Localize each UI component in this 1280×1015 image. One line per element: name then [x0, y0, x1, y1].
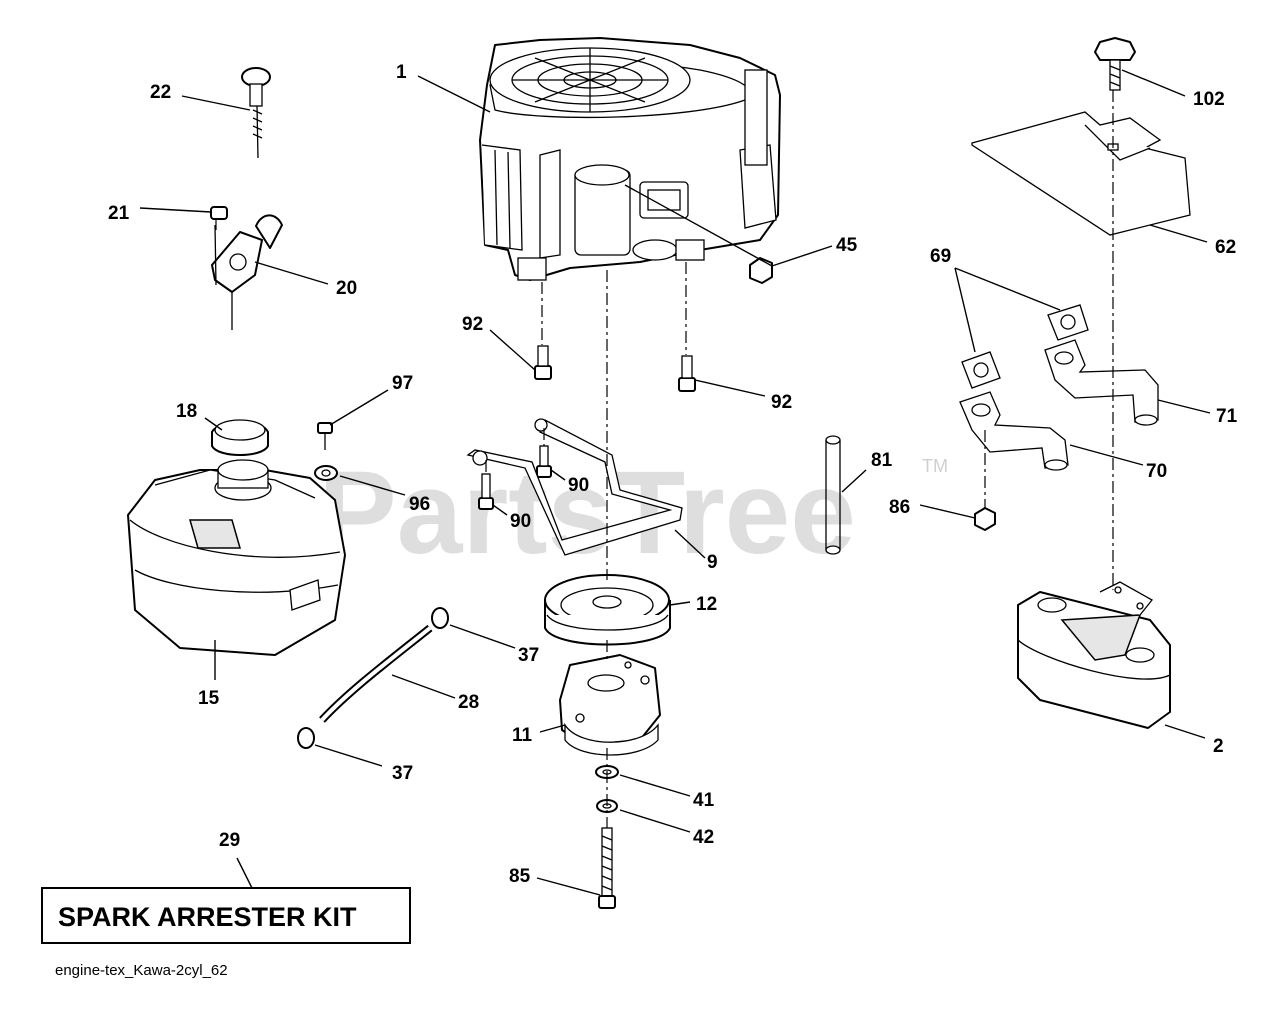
callout-9[interactable]: 9	[707, 552, 718, 573]
clutch-part[interactable]	[559, 654, 661, 756]
leader-lines	[139, 69, 1211, 896]
throttle-control-part[interactable]	[211, 214, 283, 330]
callout-45[interactable]: 45	[836, 235, 858, 256]
callout-22[interactable]: 22	[150, 82, 171, 103]
callout-86[interactable]: 86	[889, 497, 910, 518]
fuel-tank-part[interactable]	[127, 459, 346, 656]
callouts: 1 2 9 11 12 15 18 20 21 22 28 29 37 37 4…	[108, 62, 1238, 887]
fuel-hose-part[interactable]	[319, 624, 433, 723]
callout-11[interactable]: 11	[512, 725, 533, 746]
callout-92-left[interactable]: 92	[462, 314, 483, 335]
fuel-cap-part[interactable]	[211, 419, 269, 456]
bolt-90-upper-part[interactable]	[536, 445, 552, 478]
callout-62[interactable]: 62	[1215, 237, 1236, 258]
alignment-lines	[215, 90, 1114, 828]
screw-102-part[interactable]	[1094, 37, 1136, 91]
nut-86-part[interactable]	[974, 507, 996, 531]
bolt-85-part[interactable]	[598, 827, 616, 909]
callout-18[interactable]: 18	[176, 401, 197, 422]
tube-81-part[interactable]	[825, 435, 841, 555]
engine-part[interactable]	[479, 37, 781, 281]
watermark: PartsTree TM	[318, 447, 948, 579]
callout-71[interactable]: 71	[1216, 406, 1238, 427]
watermark-brand: PartsTree	[318, 447, 856, 579]
callout-1[interactable]: 1	[396, 62, 407, 83]
callout-28[interactable]: 28	[458, 692, 479, 713]
bolt-90-lower-part[interactable]	[478, 473, 494, 510]
callout-81[interactable]: 81	[871, 450, 893, 471]
callout-85[interactable]: 85	[509, 866, 531, 887]
exhaust-pipe-71-part[interactable]	[1044, 339, 1159, 426]
callout-37-lower[interactable]: 37	[392, 763, 413, 784]
callout-42[interactable]: 42	[693, 827, 714, 848]
callout-90-upper[interactable]: 90	[568, 475, 589, 496]
kit-label: SPARK ARRESTER KIT	[58, 902, 357, 932]
callout-96[interactable]: 96	[409, 494, 430, 515]
kit-box	[41, 887, 411, 944]
callout-20[interactable]: 20	[336, 278, 357, 299]
hose-clamp-lower-part[interactable]	[297, 727, 315, 749]
callout-102[interactable]: 102	[1193, 89, 1225, 110]
exhaust-pipe-70-part[interactable]	[959, 391, 1069, 471]
callout-97[interactable]: 97	[392, 373, 413, 394]
bolt-92-left-part[interactable]	[534, 345, 552, 380]
callout-2[interactable]: 2	[1213, 736, 1224, 757]
gasket-69-right-part[interactable]	[1047, 304, 1089, 341]
bracket-part[interactable]	[466, 418, 683, 556]
callout-41[interactable]: 41	[693, 790, 715, 811]
callout-21[interactable]: 21	[108, 203, 130, 224]
muffler-part[interactable]	[1017, 581, 1171, 729]
choke-knob-part[interactable]	[241, 67, 271, 159]
screw-21-part[interactable]	[210, 206, 228, 220]
watermark-tm: TM	[922, 456, 948, 476]
heat-shield-part[interactable]	[971, 111, 1191, 236]
callout-70[interactable]: 70	[1146, 461, 1167, 482]
bolt-92-right-part[interactable]	[678, 355, 696, 392]
washer-96-part[interactable]	[314, 465, 338, 481]
callout-37-upper[interactable]: 37	[518, 645, 539, 666]
callout-15[interactable]: 15	[198, 688, 220, 709]
gasket-69-left-part[interactable]	[961, 351, 1001, 389]
hose-clamp-upper-part[interactable]	[431, 607, 449, 629]
callout-90-lower[interactable]: 90	[510, 511, 531, 532]
nut-45-part[interactable]	[749, 257, 773, 284]
spark-arrester-kit[interactable]: SPARK ARRESTER KIT	[41, 887, 411, 944]
callout-12[interactable]: 12	[696, 594, 717, 615]
screw-97-part[interactable]	[317, 422, 333, 450]
diagram-filename: engine-tex_Kawa-2cyl_62	[55, 962, 228, 979]
callout-29[interactable]: 29	[219, 830, 240, 851]
callout-92-right[interactable]: 92	[771, 392, 792, 413]
callout-69[interactable]: 69	[930, 246, 951, 267]
pulley-part[interactable]	[544, 574, 671, 646]
